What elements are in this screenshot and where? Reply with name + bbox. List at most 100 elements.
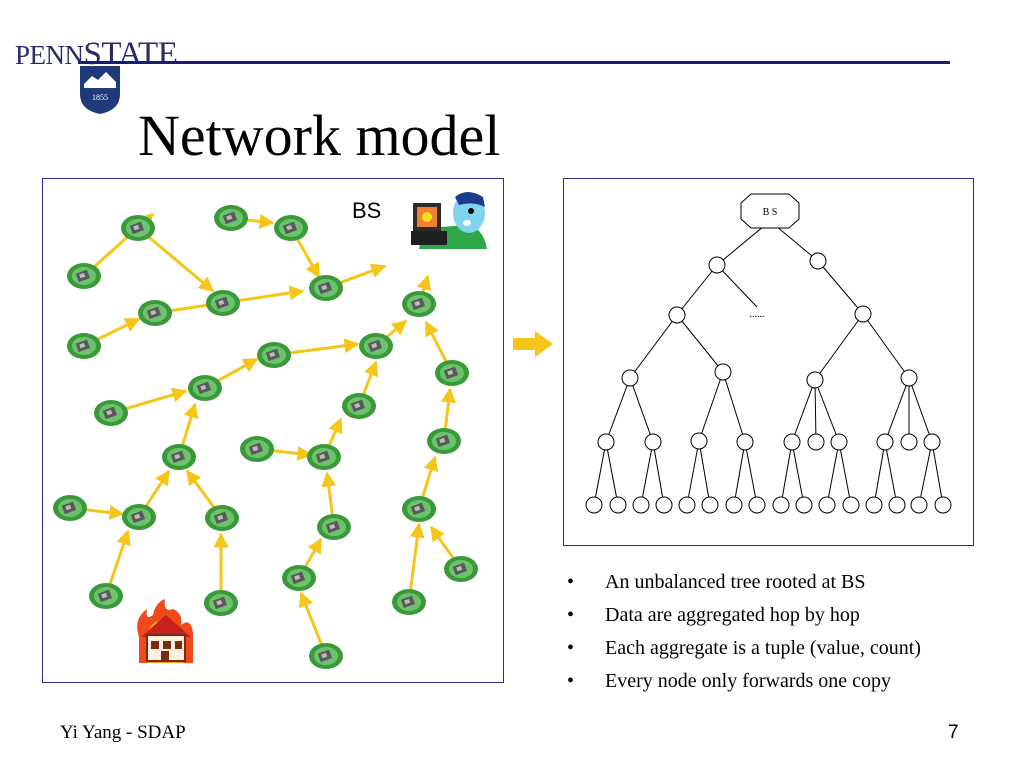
tree-node bbox=[632, 496, 650, 514]
sensor-node-icon bbox=[94, 400, 128, 426]
sensor-node-icon bbox=[317, 514, 351, 540]
bs-label: BS bbox=[352, 198, 381, 223]
tree-edge bbox=[862, 313, 910, 379]
tree-edge bbox=[605, 377, 631, 443]
tree-node bbox=[772, 496, 790, 514]
tree-node bbox=[910, 496, 928, 514]
sensor-network-panel: BS bbox=[42, 178, 504, 683]
transition-arrow-icon bbox=[513, 331, 553, 357]
tree-node bbox=[621, 369, 639, 387]
tree-node bbox=[748, 496, 766, 514]
sensor-node-icon bbox=[427, 428, 461, 454]
tree-node bbox=[807, 433, 825, 451]
tree-node bbox=[806, 371, 824, 389]
tree-edge bbox=[605, 441, 619, 506]
sensor-node-icon bbox=[89, 583, 123, 609]
tree-edge bbox=[838, 441, 852, 506]
logo-penn: PENN bbox=[15, 40, 84, 70]
tree-node bbox=[876, 433, 894, 451]
tree-node bbox=[830, 433, 848, 451]
tree-ellipsis: ...... bbox=[750, 309, 765, 320]
forwarding-arrow bbox=[407, 522, 425, 603]
sensor-node-icon bbox=[309, 275, 343, 301]
sensor-node-icon bbox=[444, 556, 478, 582]
tree-edge bbox=[791, 441, 805, 506]
sensor-node-icon bbox=[402, 496, 436, 522]
tree-node bbox=[809, 252, 827, 270]
tree-edge bbox=[733, 441, 746, 506]
sensor-node-icon bbox=[282, 565, 316, 591]
tree-edge bbox=[716, 264, 758, 308]
footer-author: Yi Yang - SDAP bbox=[60, 722, 186, 743]
tree-edge bbox=[814, 379, 840, 443]
tree-node bbox=[708, 256, 726, 274]
sensor-node-icon bbox=[121, 215, 155, 241]
aggregation-tree-diagram: B S ...... bbox=[585, 193, 952, 514]
sensor-node-icon bbox=[67, 263, 101, 289]
sensor-node-icon bbox=[162, 444, 196, 470]
shield-year: 1855 bbox=[92, 93, 108, 102]
sensor-node-icon bbox=[122, 504, 156, 530]
tree-node bbox=[934, 496, 952, 514]
tree-node bbox=[609, 496, 627, 514]
tree-node bbox=[795, 496, 813, 514]
aggregation-tree-panel: B S ...... bbox=[563, 178, 974, 546]
bullet-list: An unbalanced tree rooted at BS Data are… bbox=[565, 566, 921, 698]
tree-node bbox=[644, 433, 662, 451]
tree-edge bbox=[593, 441, 607, 506]
tree-node bbox=[900, 433, 918, 451]
tree-edge bbox=[884, 441, 898, 506]
tree-edge bbox=[676, 264, 718, 316]
tree-node bbox=[783, 433, 801, 451]
tree-node bbox=[865, 496, 883, 514]
tree-node bbox=[585, 496, 603, 514]
computer-user-icon bbox=[411, 192, 487, 249]
tree-node bbox=[678, 496, 696, 514]
header-divider bbox=[78, 61, 950, 64]
sensor-node-icon bbox=[392, 589, 426, 615]
bullet-item: Every node only forwards one copy bbox=[565, 665, 921, 698]
tree-node bbox=[725, 496, 743, 514]
sensor-node-icon bbox=[435, 360, 469, 386]
sensor-node-icon bbox=[309, 643, 343, 669]
sensor-node-icon bbox=[402, 291, 436, 317]
tree-nodes bbox=[585, 252, 952, 514]
tree-edge bbox=[931, 441, 944, 506]
tree-node bbox=[900, 369, 918, 387]
sensor-nodes bbox=[53, 205, 478, 669]
tree-node bbox=[818, 496, 836, 514]
forwarding-arrow bbox=[137, 226, 215, 293]
sensor-node-icon bbox=[257, 342, 291, 368]
tree-edges bbox=[593, 220, 944, 506]
tree-edge bbox=[698, 371, 724, 442]
tree-node bbox=[923, 433, 941, 451]
tree-edge bbox=[640, 441, 654, 506]
tree-edge bbox=[744, 441, 758, 506]
tree-node bbox=[736, 433, 754, 451]
bullet-item: Each aggregate is a tuple (value, count) bbox=[565, 632, 921, 665]
tree-node bbox=[655, 496, 673, 514]
sensor-node-icon bbox=[188, 375, 222, 401]
tree-edge bbox=[722, 371, 746, 443]
tree-node bbox=[701, 496, 719, 514]
tree-root-label: B S bbox=[763, 207, 778, 218]
sensor-node-icon bbox=[240, 436, 274, 462]
bullet-item: Data are aggregated hop by hop bbox=[565, 599, 921, 632]
tree-edge bbox=[698, 440, 711, 506]
pennstate-shield-icon: 1855 bbox=[80, 66, 120, 114]
sensor-node-icon bbox=[53, 495, 87, 521]
sensor-node-icon bbox=[359, 333, 393, 359]
sensor-node-icon bbox=[138, 300, 172, 326]
page-title: Network model bbox=[138, 103, 501, 168]
tree-edge bbox=[814, 379, 817, 443]
tree-edge bbox=[676, 314, 724, 373]
tree-edge bbox=[817, 260, 864, 315]
sensor-node-icon bbox=[206, 290, 240, 316]
tree-edge bbox=[791, 379, 816, 443]
tree-node bbox=[714, 363, 732, 381]
sensor-node-icon bbox=[204, 590, 238, 616]
bullet-item: An unbalanced tree rooted at BS bbox=[565, 566, 921, 599]
tree-edge bbox=[686, 440, 700, 506]
tree-edge bbox=[780, 441, 793, 506]
tree-node bbox=[597, 433, 615, 451]
